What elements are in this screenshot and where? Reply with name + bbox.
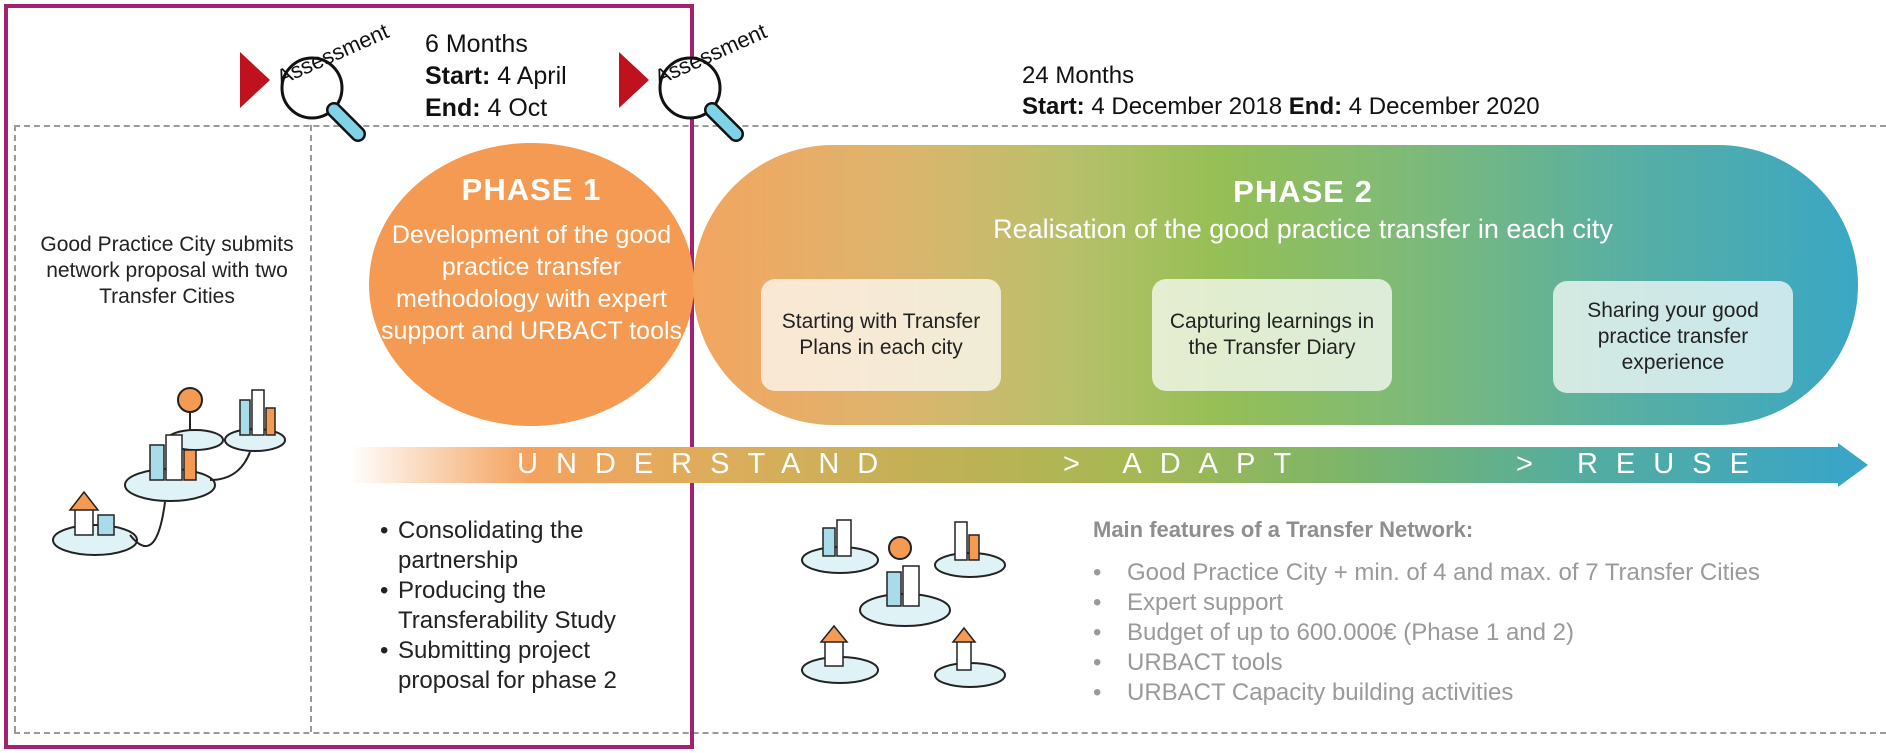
phase2-dates: Start: 4 December 2018 End: 4 December 2… (1022, 93, 1540, 120)
highlight-frame (4, 4, 694, 749)
progress-band-arrowhead (1838, 443, 1868, 487)
phase1-bullet-list: Consolidating the partnership Producing … (380, 516, 680, 696)
list-item: Budget of up to 600.000€ (Phase 1 and 2) (1093, 618, 1760, 648)
frame-bottom-line (14, 732, 1886, 734)
band-label-adapt: > ADAPT (1063, 448, 1310, 480)
list-item: Good Practice City + min. of 4 and max. … (1093, 558, 1760, 588)
frame-top-line (14, 125, 1886, 127)
list-item: URBACT tools (1093, 648, 1760, 678)
phase2-header: 24 Months Start: 4 December 2018 End: 4 … (1022, 60, 1540, 122)
phase2-box-transfer-diary: Capturing learnings in the Transfer Diar… (1152, 279, 1392, 391)
list-item: URBACT Capacity building activities (1093, 678, 1760, 708)
list-item: Expert support (1093, 588, 1760, 618)
phase2-box-sharing: Sharing your good practice transfer expe… (1553, 281, 1793, 393)
assessment-magnifier-icon (658, 56, 744, 142)
flag-icon (619, 52, 649, 108)
phase1-description: Development of the good practice transfe… (380, 221, 683, 345)
list-item: Producing the Transferability Study (380, 576, 680, 636)
band-label-reuse: > REUSE (1516, 448, 1767, 480)
assessment-magnifier-icon (280, 56, 366, 142)
phase1-start: Start: 4 April (425, 62, 567, 90)
divider-line-1 (310, 125, 312, 732)
phase2-subtitle: Realisation of the good practice transfe… (993, 214, 1613, 244)
phase1-title: PHASE 1 (461, 172, 602, 207)
phase1-duration: 6 Months (425, 30, 528, 58)
city-network-illustration (801, 519, 1006, 688)
band-label-understand: UNDERSTAND (517, 448, 897, 480)
phase2-duration: 24 Months (1022, 62, 1135, 89)
frame-left-line (14, 125, 16, 732)
list-item: Submitting project proposal for phase 2 (380, 636, 680, 696)
phase1-circle: PHASE 1 Development of the good practice… (369, 143, 694, 426)
good-practice-city-text: Good Practice City submits network propo… (40, 233, 294, 308)
city-network-illustration (52, 387, 286, 556)
flag-icon (240, 52, 270, 108)
phase2-title: PHASE 2 (1233, 174, 1373, 209)
phase2-box-transfer-plans: Starting with Transfer Plans in each cit… (761, 279, 1001, 391)
list-item: Consolidating the partnership (380, 516, 680, 576)
phase1-header: 6 Months Start: 4 April End: 4 Oct (425, 28, 567, 124)
features-list: Good Practice City + min. of 4 and max. … (1093, 558, 1760, 708)
features-title: Main features of a Transfer Network: (1093, 517, 1474, 542)
phase1-end: End: 4 Oct (425, 94, 548, 122)
progress-band (350, 447, 1840, 483)
